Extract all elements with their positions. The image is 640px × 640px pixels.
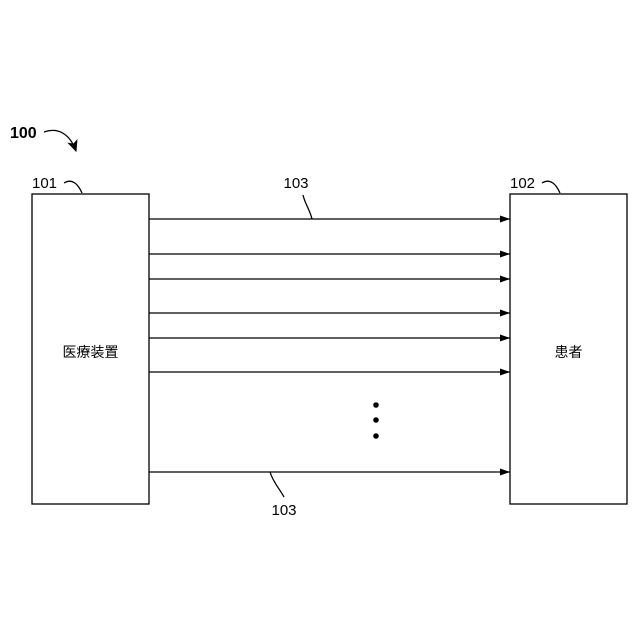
channel-arrows [149,219,510,472]
figure-ref-label: 100 [10,125,37,142]
ellipsis-dot-2 [373,417,379,423]
patient-ref-label: 102 [510,175,535,192]
channel-ref-top-leader [303,195,312,219]
channel-ref-bottom-label: 103 [271,502,296,519]
ellipsis-dots [373,402,379,439]
ellipsis-dot-3 [373,433,379,439]
device-ref-label: 101 [32,175,57,192]
device-ref-leader [64,181,82,193]
patient-ref-leader [542,181,560,193]
figure-ref-arrow [44,130,76,151]
medical-device-label: 医療装置 [63,344,119,361]
patient-label: 患者 [555,345,583,361]
ellipsis-dot-1 [373,402,379,408]
channel-ref-bottom-leader [270,472,284,497]
channel-ref-top-label: 103 [283,175,308,192]
